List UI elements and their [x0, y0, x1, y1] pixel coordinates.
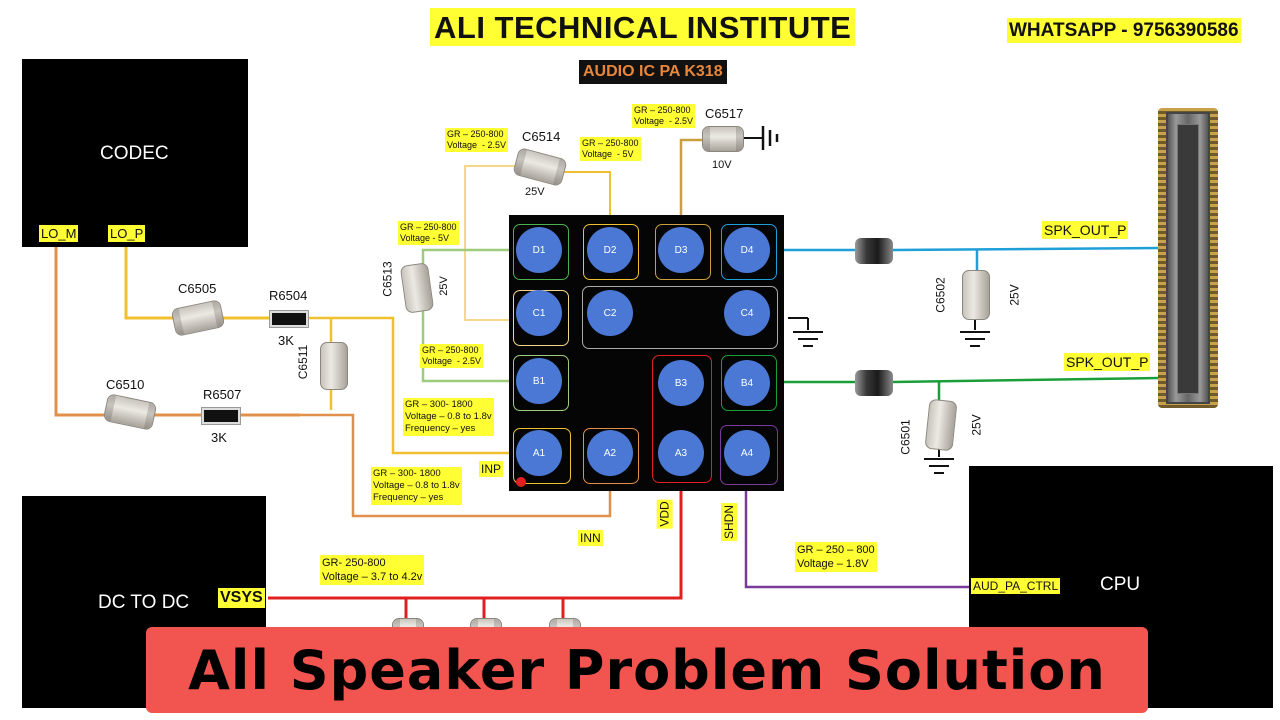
shdn-label: SHDN — [721, 502, 738, 542]
inn-trace — [300, 413, 612, 518]
r6504-value: 3K — [278, 333, 294, 348]
pad-box-b4 — [721, 355, 777, 411]
ground-symbol-c6517 — [761, 126, 779, 150]
diagram-subtitle: AUDIO IC PA K318 — [579, 60, 727, 84]
c6517-voltage: 10V — [712, 159, 732, 171]
r6504-label: R6504 — [269, 288, 308, 303]
spk-out-p-top-label: SPK_OUT_P — [1042, 221, 1129, 239]
pad-box-d3 — [655, 224, 711, 280]
note-c6513-bottom: GR – 250-800 Voltage - 2.5V — [420, 344, 484, 368]
c6513-voltage: 25V — [437, 276, 450, 296]
pad-c1: C1 — [516, 290, 562, 336]
pad-box-c2-c4 — [582, 286, 778, 349]
speaker-connector-body — [1166, 112, 1210, 404]
note-c6514-left: GR – 250-800 Voltage - 2.5V — [445, 128, 509, 152]
ground-symbol-c6501 — [924, 447, 954, 474]
pad-d3: D3 — [658, 227, 704, 273]
pad-box-a4 — [720, 425, 778, 485]
pad-box-d4 — [721, 224, 777, 280]
codec-block: CODEC — [22, 59, 248, 247]
pad-b3: B3 — [658, 360, 704, 406]
lo-p-label: LO_P — [108, 225, 146, 242]
c6511-label: C6511 — [296, 344, 311, 380]
capacitor-c6501 — [924, 398, 958, 452]
capacitor-c6502 — [962, 270, 990, 320]
note-c6514-right: GR – 250-800 Voltage - 5V — [580, 137, 641, 161]
capacitor-c6511 — [320, 342, 348, 390]
pad-b1: B1 — [516, 358, 562, 404]
vdd-label: VDD — [656, 499, 673, 529]
r6507-value: 3K — [211, 430, 227, 445]
note-vsys: GR- 250-800 Voltage – 3.7 to 4.2v — [320, 555, 425, 585]
inductor-spk-top — [855, 238, 893, 264]
dc-to-dc-label: DC TO DC — [98, 592, 190, 613]
ground-symbol-c6502 — [960, 318, 990, 347]
inductor-spk-bottom — [855, 370, 893, 396]
note-inp: GR – 300- 1800 Voltage – 0.8 to 1.8v Fre… — [403, 398, 494, 436]
inn-label: INN — [578, 530, 603, 546]
institute-title: ALI TECHNICAL INSTITUTE — [430, 8, 856, 46]
pad-a1: A1 — [516, 430, 562, 476]
c6502-voltage: 25V — [1007, 284, 1022, 306]
pad-box-d2 — [583, 224, 639, 280]
c6514-label: C6514 — [522, 129, 561, 144]
pad-d4: D4 — [724, 227, 770, 273]
pad-a3: A3 — [658, 430, 704, 476]
b1-trace — [421, 305, 516, 383]
shdn-trace — [744, 482, 975, 589]
resistor-r6504 — [269, 310, 309, 328]
pad-c2: C2 — [587, 290, 633, 336]
c6513-label: C6513 — [380, 261, 395, 297]
c6501-label: C6501 — [898, 419, 913, 455]
vsys-label: VSYS — [218, 588, 265, 608]
ground-symbol-c4 — [788, 317, 823, 347]
c6517-label: C6517 — [705, 106, 744, 121]
inp-label: INP — [479, 461, 504, 477]
aud-pa-ctrl-label: AUD_PA_CTRL — [971, 578, 1061, 594]
speaker-connector — [1158, 108, 1218, 408]
note-shdn: GR – 250 – 800 Voltage – 1.8V — [795, 542, 877, 572]
c6513-trace — [421, 248, 516, 270]
capacitor-c6517 — [702, 126, 744, 152]
note-inn: GR – 300- 1800 Voltage – 0.8 to 1.8v Fre… — [371, 467, 462, 505]
pad-a4: A4 — [724, 430, 770, 476]
cpu-label: CPU — [1100, 574, 1141, 595]
lo-m-label: LO_M — [39, 225, 79, 242]
title-banner: All Speaker Problem Solution — [146, 627, 1148, 713]
note-c6517: GR – 250-800 Voltage - 2.5V — [632, 104, 696, 128]
note-c6513-top: GR – 250-800 Voltage - 5V — [398, 221, 459, 245]
c6517-trace — [679, 138, 702, 228]
pad-c4: C4 — [724, 290, 770, 336]
c6501-voltage: 25V — [969, 414, 984, 436]
pad-d1: D1 — [516, 227, 562, 273]
c6514-voltage: 25V — [525, 186, 545, 198]
c6502-label: C6502 — [933, 277, 948, 313]
pad-box-b3-a3 — [652, 355, 712, 483]
pad-box-b1 — [513, 355, 569, 411]
pad-box-a2 — [583, 428, 639, 484]
pin1-marker — [516, 477, 526, 487]
whatsapp-contact: WHATSAPP - 9756390586 — [1007, 18, 1241, 43]
resistor-r6507 — [201, 407, 241, 425]
c6514-trace-right — [560, 171, 611, 228]
pad-d2: D2 — [587, 227, 633, 273]
inp-trace — [300, 316, 516, 455]
pad-b4: B4 — [724, 360, 770, 406]
spk-out-p-bottom-label: SPK_OUT_P — [1064, 353, 1151, 371]
lo-p-trace — [124, 245, 300, 320]
title-banner-text: All Speaker Problem Solution — [188, 638, 1106, 702]
c6514-trace — [464, 165, 520, 321]
c6510-label: C6510 — [106, 377, 145, 392]
c6505-label: C6505 — [178, 281, 217, 296]
pad-a2: A2 — [587, 430, 633, 476]
pad-box-d1 — [513, 224, 569, 280]
pad-box-a1 — [513, 428, 571, 484]
r6507-label: R6507 — [203, 387, 242, 402]
codec-label: CODEC — [100, 143, 169, 164]
